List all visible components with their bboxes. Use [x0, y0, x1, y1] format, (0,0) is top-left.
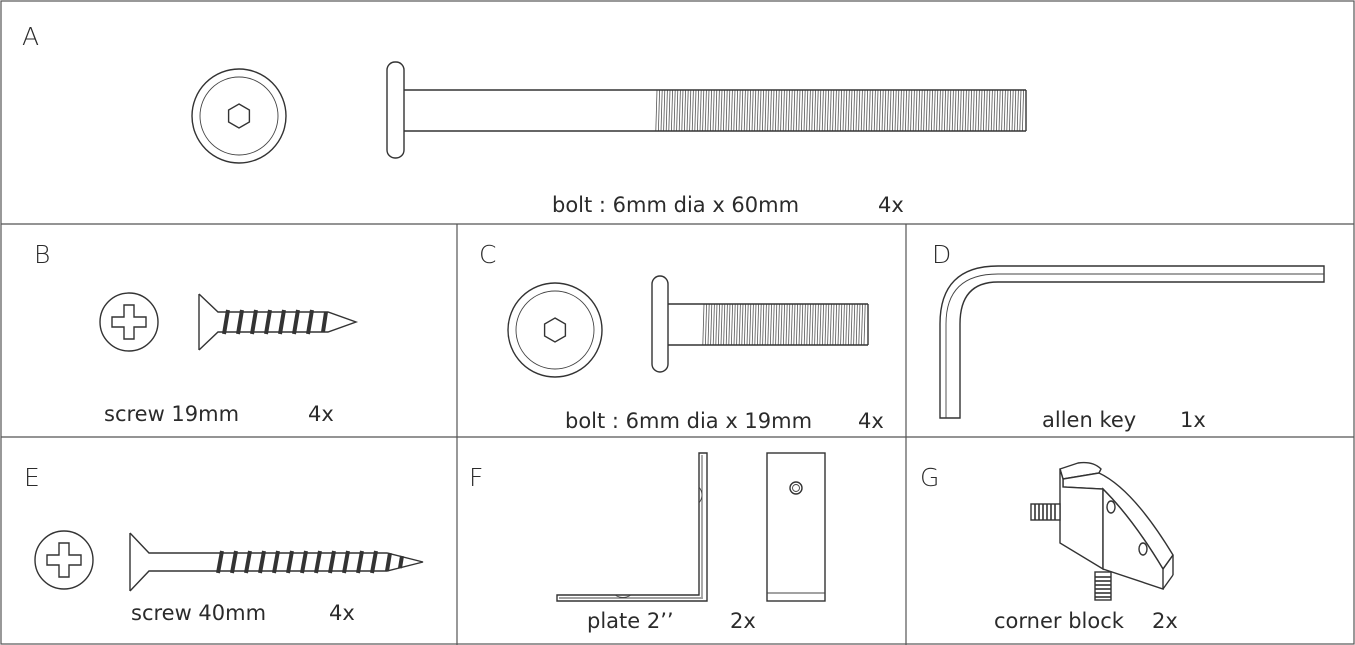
- short-screw-side-icon: [198, 293, 359, 351]
- part-c-quantity: 4x: [858, 409, 884, 433]
- angle-plate-front-icon: [766, 452, 826, 602]
- part-e-letter: E: [24, 463, 40, 492]
- part-a-quantity: 4x: [878, 193, 904, 217]
- part-g-quantity: 2x: [1152, 609, 1178, 633]
- part-a-letter: A: [22, 22, 40, 51]
- part-c-label: bolt : 6mm dia x 19mm: [565, 409, 813, 433]
- part-g-label: corner block: [994, 609, 1124, 633]
- part-f-label: plate 2’’: [587, 609, 674, 633]
- part-c-cell: C bolt : 6mm dia x 19mm 4x: [457, 224, 906, 437]
- part-b-letter: B: [34, 240, 51, 269]
- part-d-letter: D: [932, 240, 952, 269]
- angle-plate-side-icon: [556, 452, 708, 602]
- part-c-letter: C: [479, 240, 497, 269]
- part-e-quantity: 4x: [329, 601, 355, 625]
- part-e-cell: E screw 40mm 4x: [0, 437, 457, 645]
- part-a-label: bolt : 6mm dia x 60mm: [552, 193, 800, 217]
- allen-key-icon: [939, 265, 1325, 419]
- part-e-label: screw 40mm: [131, 601, 267, 625]
- corner-block-icon: [1030, 461, 1174, 601]
- short-bolt-side-icon: [651, 275, 869, 373]
- bolt-head-front-icon: [191, 68, 287, 164]
- phillips-head-icon: [99, 292, 159, 352]
- part-a-cell: A bolt : 6mm dia x 60mm 4x: [0, 0, 1355, 224]
- part-d-label: allen key: [1042, 408, 1137, 432]
- long-screw-side-icon: [129, 532, 424, 592]
- long-bolt-side-icon: [386, 61, 1027, 159]
- part-b-quantity: 4x: [308, 402, 334, 426]
- part-f-letter: F: [469, 463, 484, 492]
- bolt-head-front-icon: [507, 282, 603, 378]
- part-b-cell: B screw 19mm 4x: [0, 224, 457, 437]
- part-d-cell: D allen key 1x: [906, 224, 1355, 437]
- part-g-letter: G: [920, 463, 940, 492]
- part-f-quantity: 2x: [730, 609, 756, 633]
- part-g-cell: G corner block 2x: [906, 437, 1355, 645]
- part-d-quantity: 1x: [1180, 408, 1206, 432]
- part-f-cell: F plate 2’’ 2x: [457, 437, 906, 645]
- phillips-head-icon: [34, 530, 94, 590]
- part-b-label: screw 19mm: [104, 402, 240, 426]
